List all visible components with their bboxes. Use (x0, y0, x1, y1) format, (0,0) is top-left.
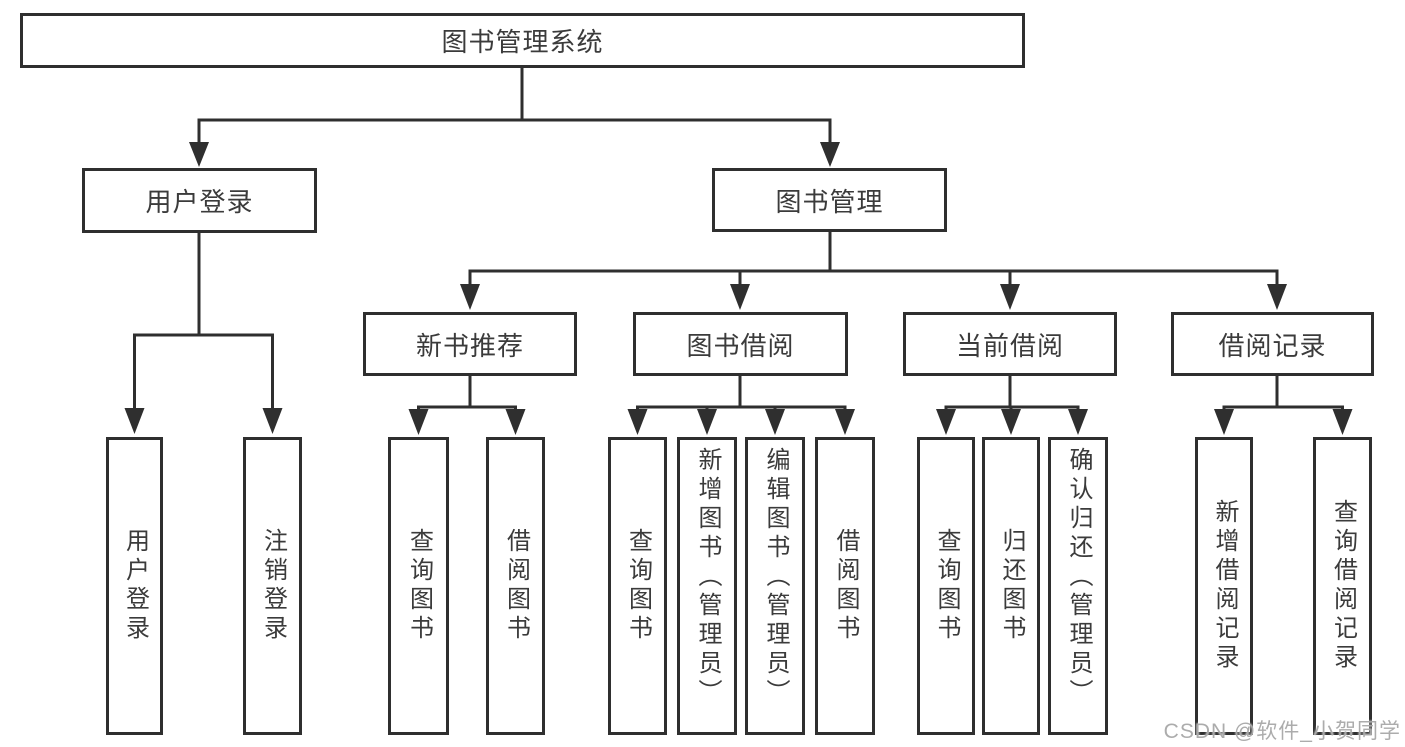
leaf-add-borrow-record: 新增借阅记录 (1195, 437, 1253, 735)
leaf-query-books-recommend: 查询图书 (388, 437, 449, 735)
node-label: 查询图书 (933, 528, 960, 644)
leaf-logout: 注销登录 (243, 437, 302, 735)
arrowhead-icon (730, 284, 750, 310)
node-label: 新书推荐 (415, 330, 524, 361)
node-label: 新增借阅记录 (1211, 499, 1238, 673)
connector-user-login-to-leaves (133, 230, 274, 412)
leaf-add-book-admin: 新增图书（管理员） (677, 437, 737, 735)
node-label: 归还图书 (998, 528, 1025, 644)
node-label: 用户登录 (121, 528, 149, 644)
arrowhead-icon (765, 409, 785, 435)
node-label: 查询借阅记录 (1329, 499, 1357, 673)
leaf-confirm-return-admin: 确认归还（管理员） (1048, 437, 1108, 735)
node-label: 用户登录 (145, 187, 254, 217)
leaf-edit-book-admin: 编辑图书（管理员） (745, 437, 805, 735)
connector-root-to-level1 (197, 66, 832, 146)
leaf-return-book: 归还图书 (982, 437, 1040, 735)
node-label: 当前借阅 (955, 330, 1064, 361)
csdn-watermark: CSDN @软件_小贺同学 (1163, 720, 1401, 743)
arrowhead-icon (1214, 409, 1234, 435)
leaf-query-borrow-record: 查询借阅记录 (1313, 437, 1372, 735)
arrowhead-icon (1332, 409, 1353, 435)
arrowhead-icon (505, 409, 526, 435)
node-label: 编辑图书（管理员） (762, 447, 789, 708)
arrowhead-icon (835, 409, 855, 435)
node-library-management-system: 图书管理系统 (20, 13, 1025, 68)
leaf-borrow-books-recommend: 借阅图书 (486, 437, 545, 735)
arrowhead-icon (408, 409, 429, 435)
node-label: 借阅记录 (1218, 330, 1327, 361)
arrowhead-icon (1267, 284, 1287, 310)
node-book-management: 图书管理 (712, 168, 947, 232)
leaf-borrow-books-borrowing: 借阅图书 (815, 437, 875, 735)
node-label: 注销登录 (259, 528, 287, 644)
connector-recommend-to-leaves (417, 374, 517, 413)
node-borrowing-records: 借阅记录 (1171, 312, 1374, 376)
node-label: 图书管理 (775, 186, 884, 217)
node-label: 借阅图书 (502, 528, 530, 644)
node-current-borrowing: 当前借阅 (903, 312, 1117, 376)
node-label: 查询图书 (405, 528, 433, 644)
connector-borrowing-to-leaves (636, 374, 847, 413)
arrowhead-icon (627, 409, 648, 435)
leaf-query-books-current: 查询图书 (917, 437, 975, 735)
arrowhead-icon (820, 142, 840, 167)
arrowhead-icon (1000, 284, 1020, 310)
arrowhead-icon (189, 142, 209, 167)
node-book-borrowing: 图书借阅 (633, 312, 848, 376)
connector-records-to-leaves (1222, 374, 1344, 413)
node-label: 借阅图书 (832, 528, 859, 644)
arrowhead-icon (262, 408, 283, 434)
arrowhead-icon (1068, 409, 1088, 435)
arrowhead-icon (124, 408, 145, 434)
node-label: 查询图书 (624, 528, 652, 644)
node-label: 图书借阅 (686, 330, 795, 361)
node-label: 新增图书（管理员） (694, 447, 721, 708)
node-label: 图书管理系统 (441, 27, 604, 57)
leaf-query-books-borrowing: 查询图书 (608, 437, 667, 735)
node-label: 确认归还（管理员） (1065, 447, 1092, 708)
arrowhead-icon (1001, 409, 1021, 435)
arrowhead-icon (936, 409, 956, 435)
node-new-book-recommendation: 新书推荐 (363, 312, 577, 376)
arrowhead-icon (697, 409, 717, 435)
arrowhead-icons (124, 142, 1353, 435)
node-user-login: 用户登录 (82, 168, 317, 233)
connector-current-to-leaves (944, 374, 1080, 413)
connector-book-management-to-level2 (468, 230, 1279, 288)
arrowhead-icon (460, 284, 480, 310)
leaf-user-login: 用户登录 (106, 437, 163, 735)
